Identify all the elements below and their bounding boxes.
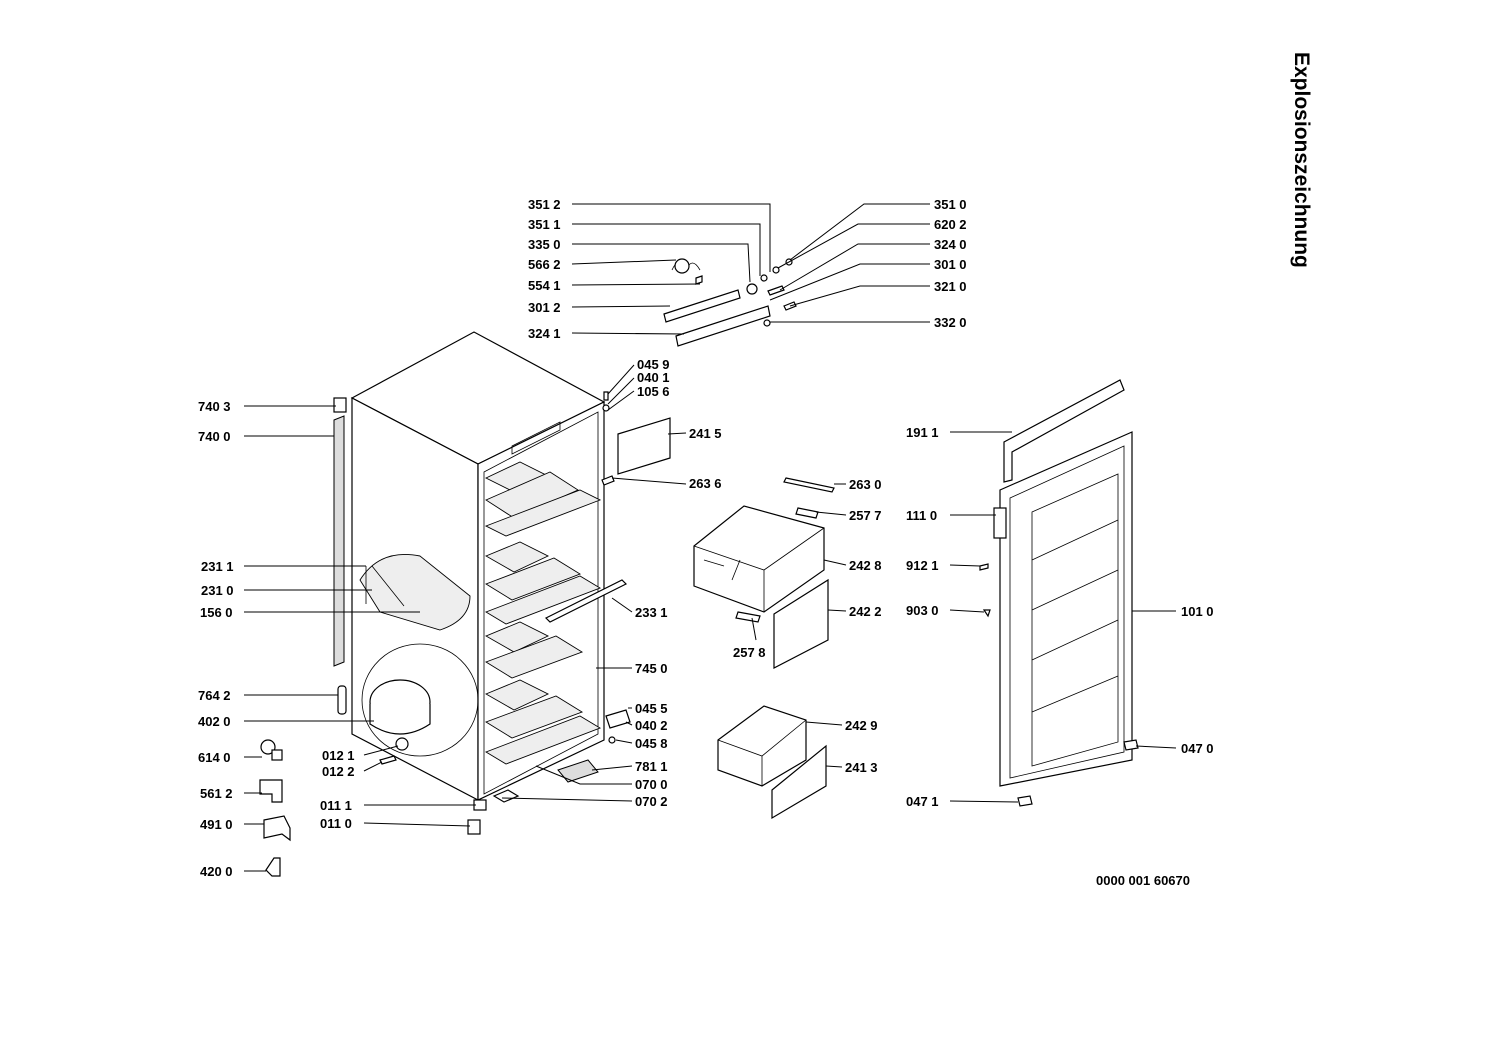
part-label: 351 0 <box>934 197 967 212</box>
part-label: 554 1 <box>528 278 561 293</box>
lower-drawer <box>717 705 827 820</box>
part-label: 263 6 <box>689 476 722 491</box>
part-label: 263 0 <box>849 477 882 492</box>
part-label: 903 0 <box>906 603 939 618</box>
part-label: 745 0 <box>635 661 668 676</box>
part-label: 191 1 <box>906 425 939 440</box>
part-label: 351 2 <box>528 197 561 212</box>
parts-drawing <box>259 258 1139 877</box>
part-label: 566 2 <box>528 257 561 272</box>
part-label: 740 0 <box>198 429 231 444</box>
part-label: 045 5 <box>635 701 668 716</box>
part-label: 070 2 <box>635 794 668 809</box>
part-label: 351 1 <box>528 217 561 232</box>
part-label: 242 8 <box>849 558 882 573</box>
part-label: 156 0 <box>200 605 233 620</box>
part-label: 011 0 <box>320 816 352 831</box>
part-label: 040 1 <box>637 370 670 385</box>
part-label: 301 0 <box>934 257 967 272</box>
small-parts <box>544 391 835 744</box>
part-labels: 351 2 351 1 335 0 566 2 554 1 301 2 324 … <box>198 197 1214 879</box>
part-label: 335 0 <box>528 237 561 252</box>
part-label: 257 8 <box>733 645 766 660</box>
part-label: 011 1 <box>320 798 352 813</box>
part-label: 764 2 <box>198 688 231 703</box>
part-label: 242 9 <box>845 718 878 733</box>
part-label: 231 1 <box>201 559 234 574</box>
part-label: 491 0 <box>200 817 233 832</box>
part-label: 045 8 <box>635 736 668 751</box>
part-label: 101 0 <box>1181 604 1214 619</box>
part-label: 045 9 <box>637 357 670 372</box>
upper-drawer <box>693 505 829 669</box>
document-number: 0000 001 60670 <box>1096 873 1190 888</box>
part-label: 111 0 <box>906 508 937 523</box>
part-label: 324 1 <box>528 326 561 341</box>
part-label: 740 3 <box>198 399 231 414</box>
part-label: 070 0 <box>635 777 668 792</box>
part-label: 105 6 <box>637 384 670 399</box>
part-label: 321 0 <box>934 279 967 294</box>
part-label: 781 1 <box>635 759 668 774</box>
part-label: 257 7 <box>849 508 882 523</box>
part-label: 047 0 <box>1181 741 1214 756</box>
part-label: 614 0 <box>198 750 231 765</box>
part-label: 047 1 <box>906 794 939 809</box>
part-label: 324 0 <box>934 237 967 252</box>
part-label: 620 2 <box>934 217 967 232</box>
part-label: 241 3 <box>845 760 878 775</box>
control-panel-assembly <box>663 258 797 347</box>
part-label: 402 0 <box>198 714 231 729</box>
cabinet-body <box>333 331 606 835</box>
electrical-parts <box>259 739 397 877</box>
part-label: 561 2 <box>200 786 233 801</box>
part-label: 912 1 <box>906 558 939 573</box>
part-label: 332 0 <box>934 315 967 330</box>
diagram-title: Explosionszeichnung <box>1290 52 1313 268</box>
part-label: 233 1 <box>635 605 668 620</box>
door-assembly <box>979 379 1139 807</box>
part-label: 040 2 <box>635 718 668 733</box>
part-label: 231 0 <box>201 583 234 598</box>
part-label: 242 2 <box>849 604 882 619</box>
leader-lines <box>244 203 1177 872</box>
part-label: 420 0 <box>200 864 233 879</box>
part-label: 301 2 <box>528 300 561 315</box>
part-label: 241 5 <box>689 426 722 441</box>
part-label: 012 1 <box>322 748 355 763</box>
part-label: 012 2 <box>322 764 355 779</box>
